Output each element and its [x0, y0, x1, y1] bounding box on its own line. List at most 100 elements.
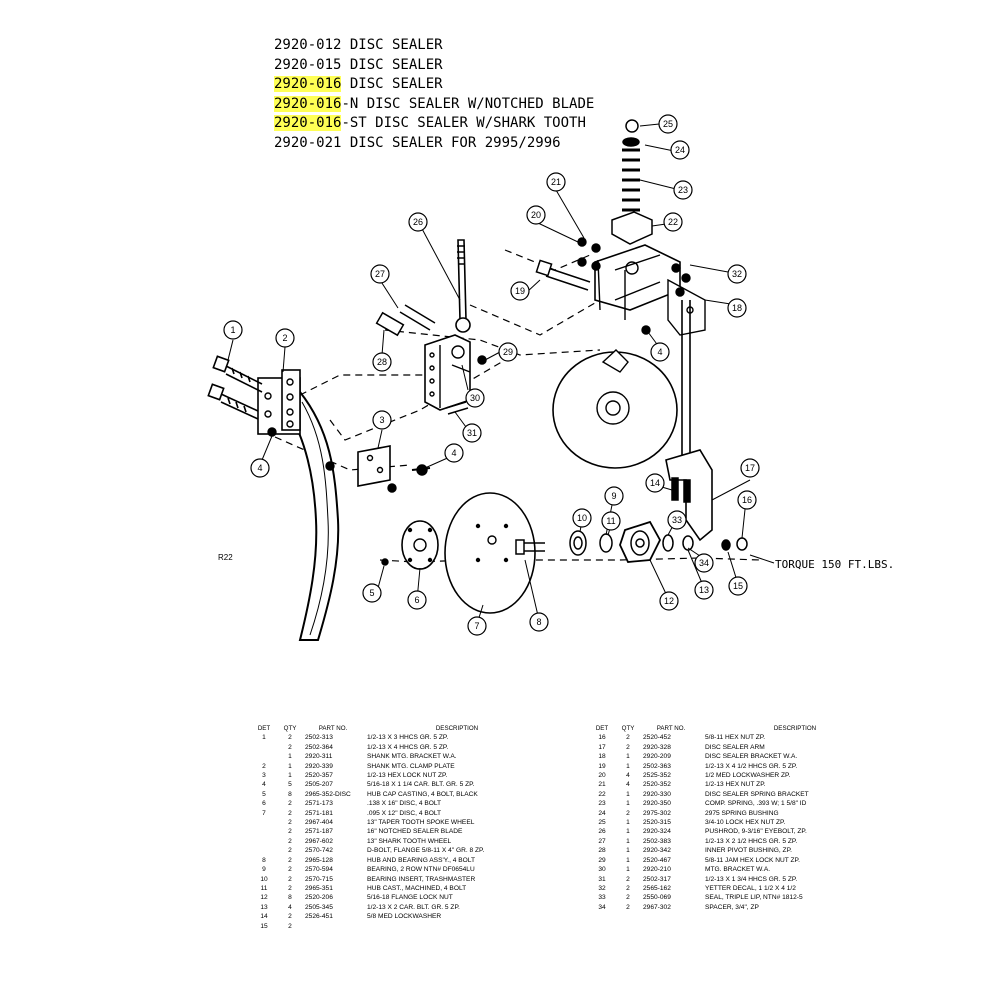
cell-det: 21: [598, 781, 606, 789]
cell-qty: 1: [626, 837, 630, 845]
cell-description: INNER PIVOT BUSHING, ZP.: [705, 847, 792, 855]
cell-det: 34: [598, 903, 606, 911]
cell-det: 29: [598, 856, 606, 864]
cell-qty: 2: [288, 884, 292, 892]
callout-label: 24: [675, 145, 685, 155]
col-description: DESCRIPTION: [435, 725, 479, 732]
callout-label: 22: [668, 217, 678, 227]
cell-description: HUB CAP CASTING, 4 BOLT, BLACK: [367, 790, 478, 798]
cell-det: 5: [262, 790, 266, 798]
callout-label: 16: [742, 495, 752, 505]
cell-description: SHANK MTG. CLAMP PLATE: [367, 762, 455, 770]
callout-label: 4: [257, 463, 262, 473]
nut-4: [267, 427, 277, 437]
cell-det: [250, 837, 278, 846]
cell-qty: 2: [288, 819, 292, 827]
cell-description: [364, 922, 550, 931]
cell-description: 1/2-13 X 4 1/2 HHCS GR. 5 ZP.: [705, 762, 798, 770]
cell-qty: 1: [626, 856, 630, 864]
drawing-ref-label: R22: [218, 553, 233, 562]
hub-bearing-assembly: [569, 520, 748, 563]
cell-qty: 2: [288, 847, 292, 855]
cell-qty: 1: [626, 828, 630, 836]
cell-qty: 4: [288, 903, 292, 911]
cell-part-no: 2550-069: [643, 894, 671, 902]
cell-description: SEAL, TRIPLE LIP, NTN# 1812-5: [705, 894, 803, 902]
cell-det: 4: [262, 781, 266, 789]
cell-description: 5/16-18 X 1 1/4 CAR. BLT. GR. 5 ZP.: [367, 781, 475, 789]
cell-part-no: 2920-330: [643, 790, 671, 798]
cell-part-no: 2502-383: [643, 837, 671, 845]
callout-label: 2: [282, 333, 287, 343]
cell-description: 1/2-13 X 1 3/4 HHCS GR. 5 ZP.: [705, 875, 798, 883]
cell-qty: 1: [626, 753, 630, 761]
cell-qty: 2: [288, 800, 292, 808]
cell-det: 14: [260, 913, 268, 921]
cell-description: 5/8-11 HEX NUT ZP.: [705, 734, 766, 742]
callout-label: 8: [536, 617, 541, 627]
cell-part-no: 2920-350: [643, 800, 671, 808]
d-bolt: [515, 539, 545, 555]
cell-part-no: 2975-302: [643, 809, 671, 817]
callout-label: 17: [745, 463, 755, 473]
callout-label: 10: [577, 513, 587, 523]
cell-description: DISC SEALER SPRING BRACKET: [705, 790, 809, 798]
cell-qty: 2: [626, 809, 630, 817]
model-text: -ST DISC SEALER W/SHARK TOOTH: [341, 115, 586, 131]
model-line: 2920-021 DISC SEALER FOR 2995/2996: [274, 134, 594, 154]
cell-part-no: 2965-351: [305, 884, 333, 892]
col-qty: QTY: [283, 725, 297, 732]
callout-label: 6: [414, 595, 419, 605]
cell-part-no: 2967-404: [305, 819, 333, 827]
table-header-row: DET QTY PART NO. DESCRIPTION: [588, 724, 888, 733]
cell-part-no: 2920-342: [643, 847, 671, 855]
cell-det: 30: [598, 866, 606, 874]
callout-label: 1: [230, 325, 235, 335]
cell-description: SPACER, 3/4", ZP: [705, 903, 759, 911]
table-header-row: DET QTY PART NO. DESCRIPTION: [250, 724, 550, 733]
model-line: 2920-015 DISC SEALER: [274, 56, 594, 76]
cell-det: [250, 818, 278, 827]
hub-cap: [381, 520, 439, 570]
cell-description: .095 X 12" DISC, 4 BOLT: [367, 809, 442, 817]
disc-sealer-bracket: [594, 244, 706, 336]
cell-part-no: 2571-187: [305, 828, 333, 836]
cell-description: 1/2-13 HEX NUT ZP.: [705, 781, 766, 789]
cell-description: 1/2-13 X 2 1/2 HHCS GR. 5 ZP.: [705, 837, 798, 845]
cell-part-no: 2520-315: [643, 819, 671, 827]
cell-det: 6: [262, 800, 266, 808]
col-det: DET: [595, 725, 609, 732]
cell-det: 13: [260, 903, 268, 911]
torque-note: TORQUE 150 FT.LBS.: [775, 558, 895, 571]
model-line: 2920-016 DISC SEALER: [274, 75, 594, 95]
cell-det: 12: [260, 894, 268, 902]
cell-part-no: 2525-352: [643, 772, 671, 780]
cell-qty: 2: [288, 809, 292, 817]
cell-qty: 2: [626, 734, 630, 742]
callout-label: 20: [531, 210, 541, 220]
cell-description: 5/16-18 FLANGE LOCK NUT: [367, 894, 453, 902]
cell-qty: 2: [288, 922, 292, 930]
cell-det: 23: [598, 800, 606, 808]
model-text: 2920-021 DISC SEALER FOR 2995/2996: [274, 134, 561, 151]
callout-label: 29: [503, 347, 513, 357]
callout-label: 25: [663, 119, 673, 129]
cell-part-no: 2920-209: [643, 753, 671, 761]
lower-sealer-disc: [444, 492, 536, 614]
cell-part-no: 2505-207: [305, 781, 333, 789]
